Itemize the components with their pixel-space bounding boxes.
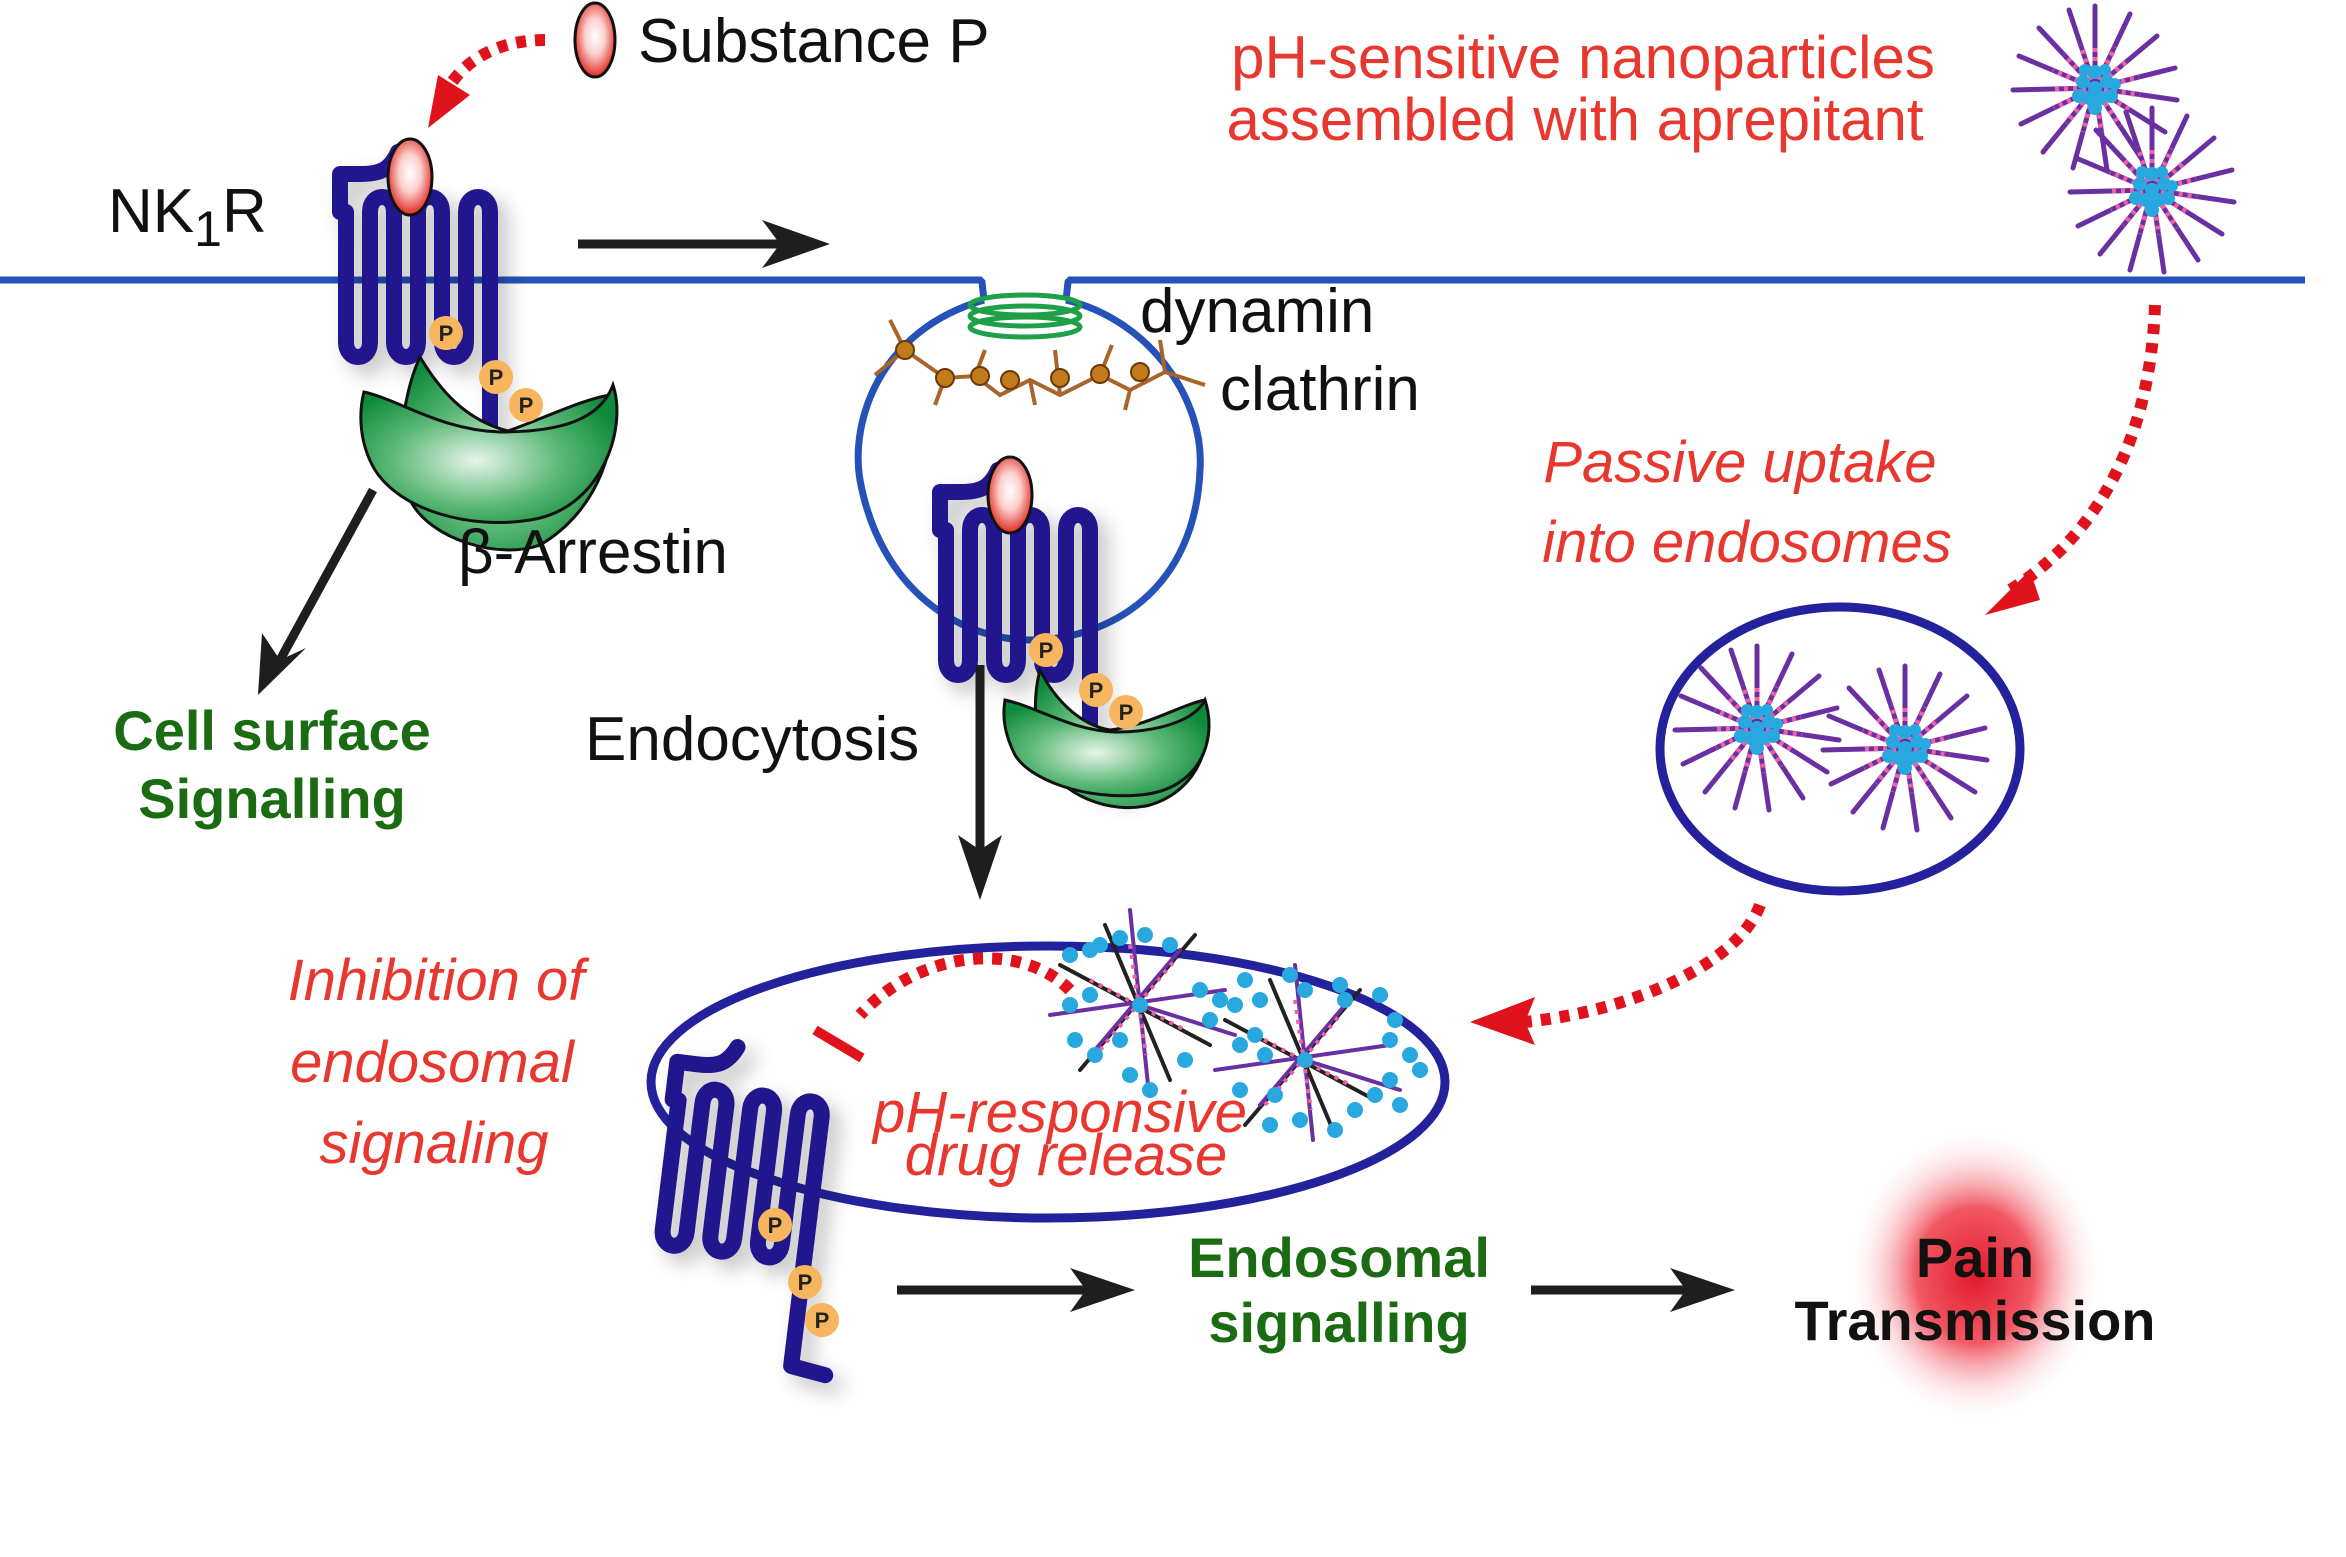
drug-dot — [1387, 1012, 1403, 1028]
dynamin-label: dynamin — [1140, 277, 1374, 346]
drug-dot — [1267, 1087, 1283, 1103]
passive-uptake-label: Passive uptake — [1543, 430, 1936, 495]
drug-dot — [1382, 1032, 1398, 1048]
svg-text:P: P — [1089, 678, 1104, 703]
inhibition-label-3: signaling — [320, 1111, 549, 1176]
cell-surface-signalling-label-2: Signalling — [138, 767, 406, 830]
drug-dot — [1112, 1032, 1128, 1048]
drug-dot — [1252, 992, 1268, 1008]
substance-p-bound-surface-icon — [386, 137, 434, 217]
drug-dot — [1177, 1052, 1193, 1068]
drug-dot — [1082, 987, 1098, 1003]
drug-dot — [1137, 927, 1153, 943]
drug-dot — [1297, 982, 1313, 998]
pain-glow — [1845, 1125, 2105, 1425]
svg-text:P: P — [798, 1270, 813, 1295]
svg-text:P: P — [519, 393, 534, 418]
endosome-with-nanoparticles — [1655, 602, 2025, 896]
phospho-sites-surface: P P P — [429, 316, 543, 422]
substance-p-bound-vesicle-icon — [986, 455, 1034, 535]
phospho-sites-endosome: P P P — [758, 1208, 839, 1337]
endocytosis-label: Endocytosis — [585, 705, 919, 774]
clathrin-coated-pit — [854, 296, 1204, 644]
dynamin-ring-icon — [967, 292, 1083, 340]
signalling-endosome — [646, 941, 1450, 1223]
clathrin-label: clathrin — [1220, 355, 1420, 424]
passive-uptake-arrow — [1985, 304, 2161, 615]
beta-arrestin-vesicle-icon — [1002, 665, 1211, 810]
inhibition-label-2: endosomal — [290, 1030, 576, 1095]
nanoparticle-endosome-icon-2 — [1823, 666, 1987, 830]
drug-dot — [1247, 1027, 1263, 1043]
svg-text:P: P — [1039, 638, 1054, 663]
release-label: pH-responsive — [871, 1080, 1247, 1145]
endocytosis-arrow — [958, 665, 1002, 900]
pain-transmission-arrow — [1531, 1268, 1735, 1312]
drug-dot — [1232, 1082, 1248, 1098]
drug-dot — [1232, 1037, 1248, 1053]
drug-dot — [1062, 947, 1078, 963]
pain-transmission-label: Pain — [1916, 1226, 2034, 1289]
inhibition-arrow — [812, 952, 1075, 1063]
drug-dot — [1212, 992, 1228, 1008]
svg-text:P: P — [489, 365, 504, 390]
nanoparticle-endosome-icon — [1675, 646, 1839, 810]
nanoparticles-label-2: assembled with aprepitant — [1226, 86, 1923, 153]
drug-dot — [1367, 1087, 1383, 1103]
drug-dot — [1327, 1122, 1343, 1138]
nanoparticles-label: pH-sensitive nanoparticles — [1231, 24, 1935, 91]
drug-dot — [1192, 982, 1208, 998]
drug-dot — [1392, 1097, 1408, 1113]
substance-p-ligand-icon — [573, 1, 617, 79]
drug-dot — [1162, 937, 1178, 953]
phospho-sites-vesicle: P P P — [1029, 633, 1143, 729]
svg-text:P: P — [1119, 700, 1134, 725]
drug-dot — [1202, 1012, 1218, 1028]
drug-dot — [1122, 1067, 1138, 1083]
drug-dot — [1347, 1102, 1363, 1118]
clathrin-triskelion-icon — [873, 319, 1206, 411]
drug-dot — [1402, 1047, 1418, 1063]
beta-arrestin-surface-icon — [359, 353, 619, 552]
endosome-fusion-arrow — [1470, 902, 1766, 1045]
cell-surface-signalling-label: Cell surface — [113, 699, 431, 762]
svg-text:P: P — [439, 321, 454, 346]
endosomal-signalling-label-2: signalling — [1208, 1291, 1469, 1354]
ligand-binding-arrow — [428, 34, 546, 128]
drug-dot — [1087, 1047, 1103, 1063]
drug-dot — [1112, 930, 1128, 946]
drug-dot — [1257, 1047, 1273, 1063]
pain-transmission-label-2: Transmission — [1794, 1289, 2155, 1352]
endosomal-signalling-arrow — [897, 1268, 1135, 1312]
endosomal-signalling-label: Endosomal — [1188, 1226, 1490, 1289]
substance-p-label: Substance P — [638, 7, 990, 76]
drug-dot — [1062, 997, 1078, 1013]
drug-dot — [1262, 1117, 1278, 1133]
drug-dot — [1092, 937, 1108, 953]
drug-dot — [1337, 992, 1353, 1008]
drug-dot — [1382, 1072, 1398, 1088]
released-drug-dots — [1062, 927, 1428, 1138]
release-label-2: drug release — [905, 1123, 1227, 1188]
drug-dot — [1372, 987, 1388, 1003]
nanoparticle-icon-2 — [2070, 108, 2234, 272]
surface-signalling-arrow — [258, 487, 377, 695]
passive-uptake-label-2: into endosomes — [1542, 510, 1951, 575]
svg-text:P: P — [768, 1213, 783, 1238]
drug-dot — [1237, 972, 1253, 988]
drug-dot — [1412, 1062, 1428, 1078]
drug-dot — [1227, 997, 1243, 1013]
drug-dot — [1292, 1112, 1308, 1128]
drug-dot — [1332, 977, 1348, 993]
drug-dot — [1067, 1032, 1083, 1048]
nk1r-label: NK1R — [108, 177, 267, 257]
inhibition-label: Inhibition of — [288, 948, 591, 1013]
drug-dot — [1142, 1082, 1158, 1098]
beta-arrestin-label: β-Arrestin — [458, 518, 728, 587]
internalization-arrow — [578, 220, 830, 268]
svg-text:P: P — [815, 1308, 830, 1333]
drug-dot — [1282, 967, 1298, 983]
